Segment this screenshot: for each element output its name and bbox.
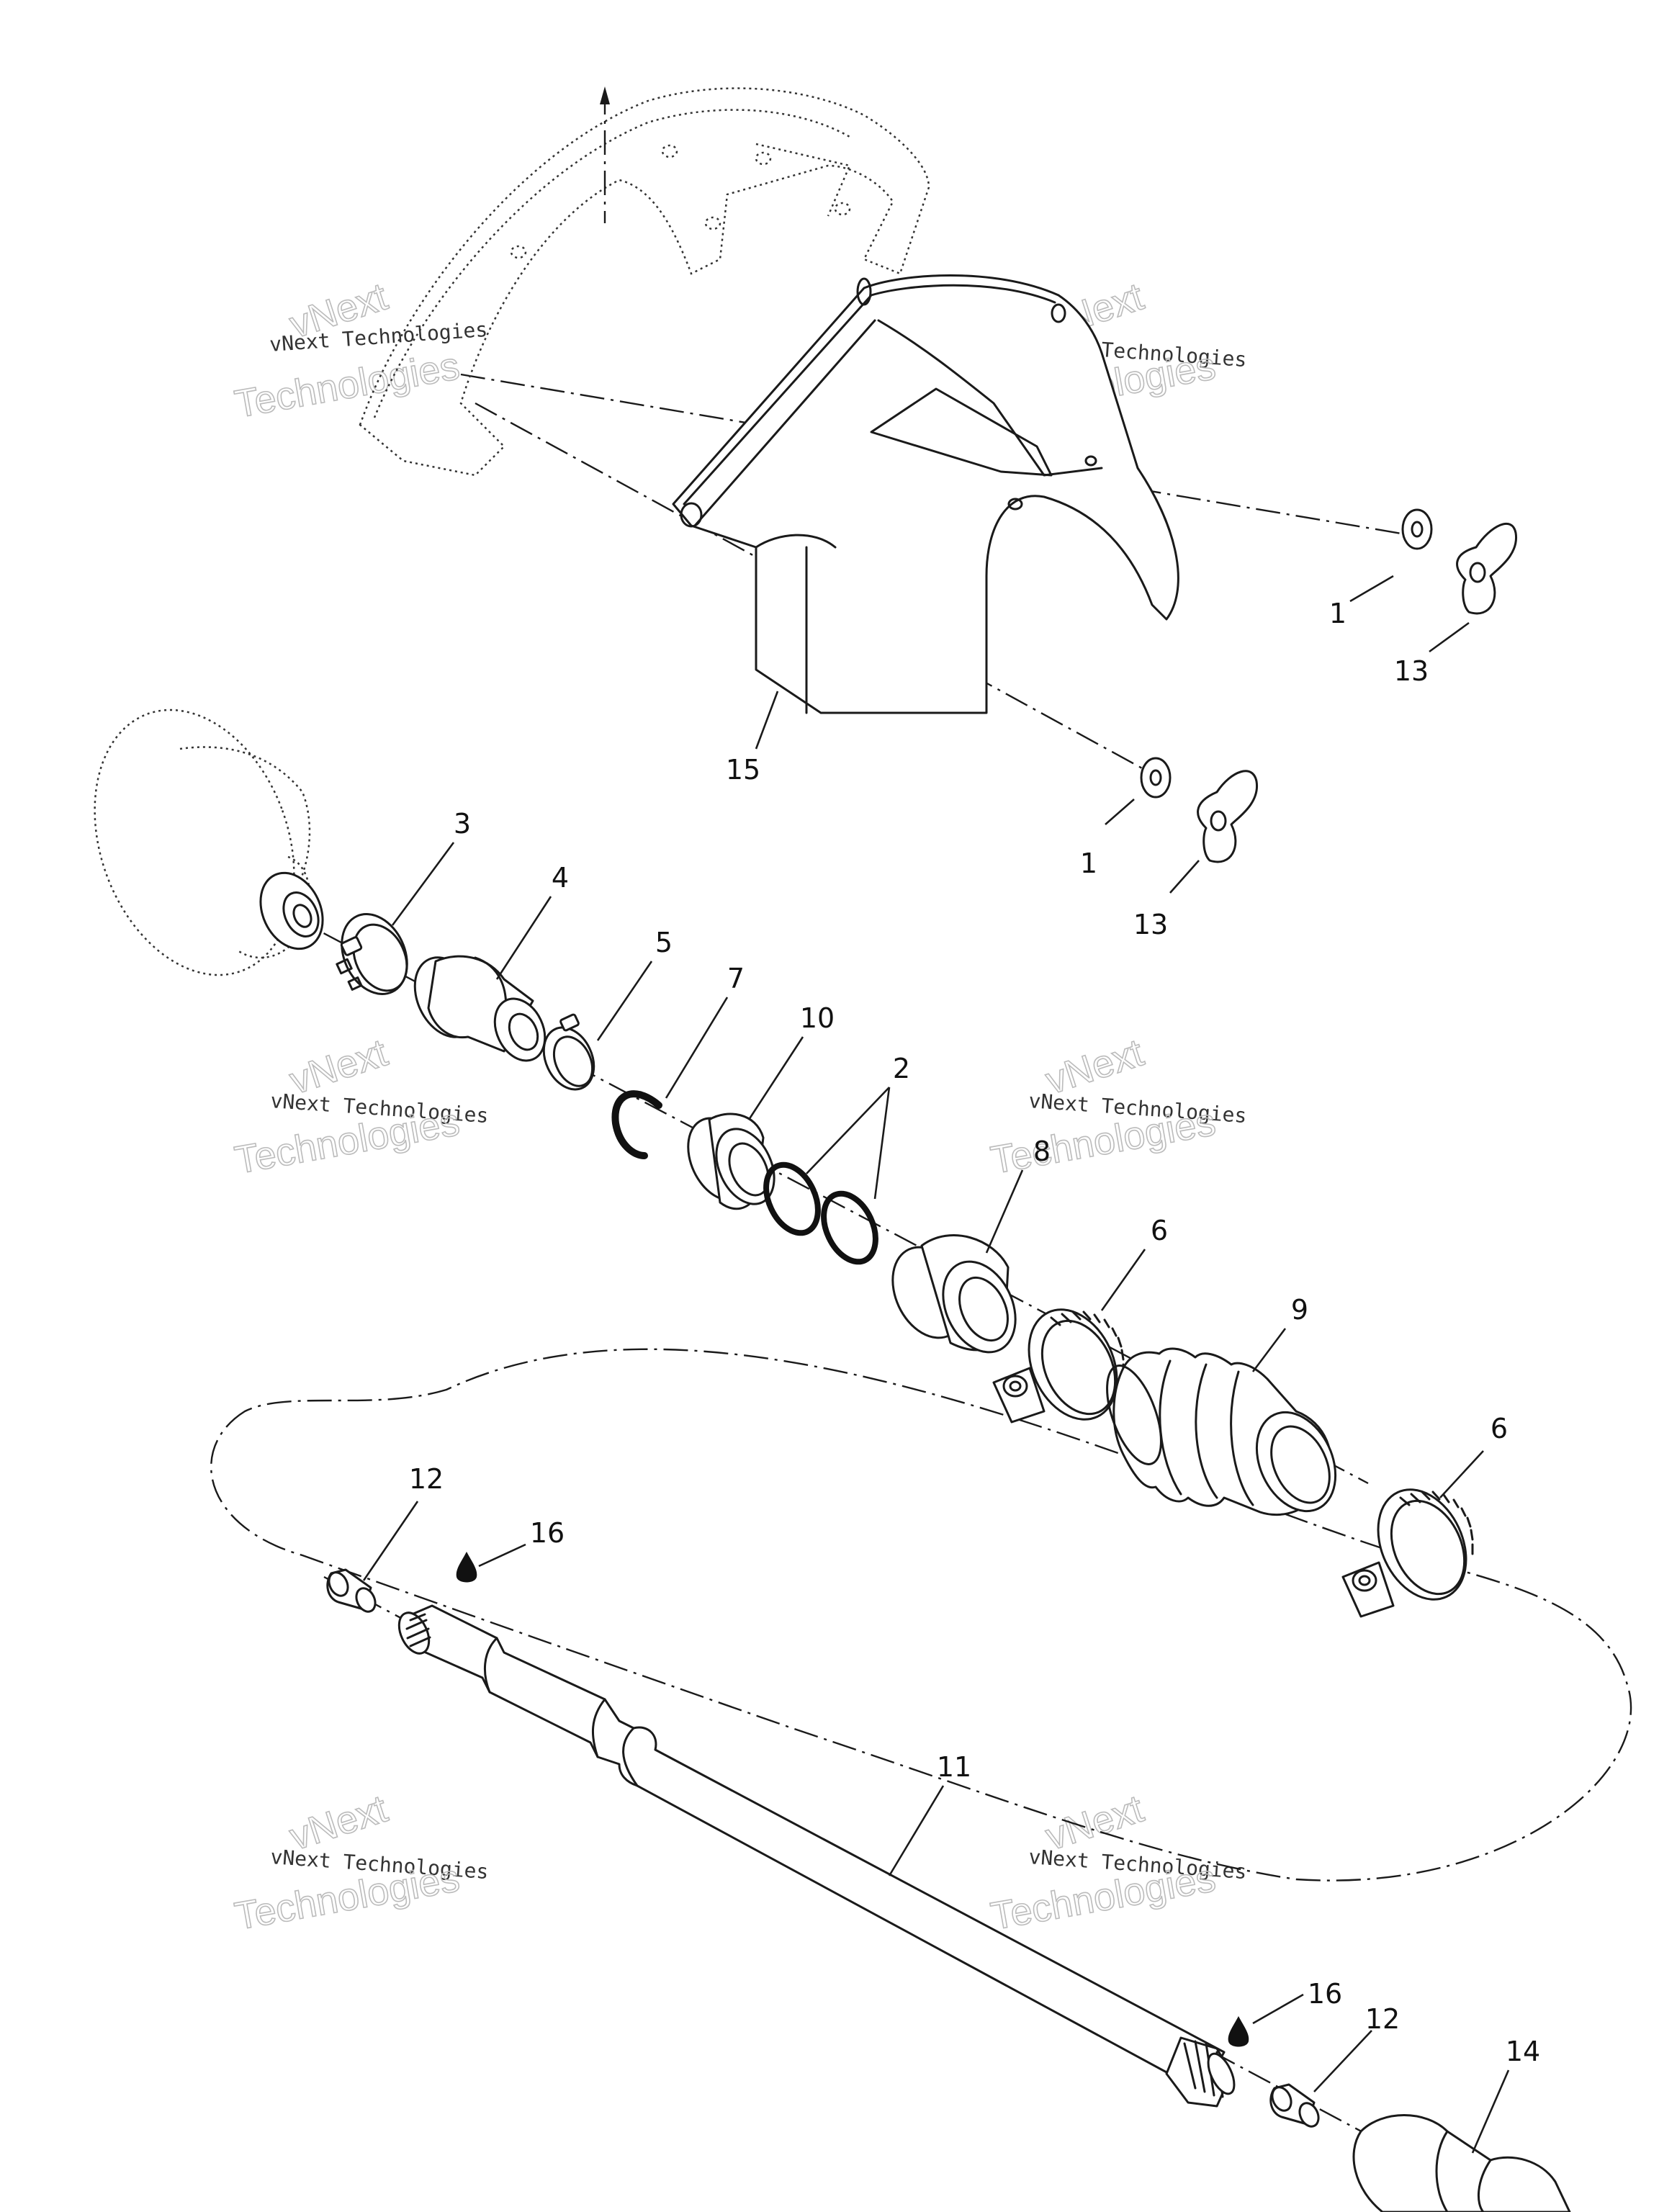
part-12-bushing-upper (326, 1568, 377, 1613)
part-2-o-ring-1 (763, 1161, 821, 1236)
callout-label: 16 (530, 1517, 565, 1549)
callout-label: 3 (454, 808, 471, 840)
part-4-coupler (413, 955, 547, 1062)
leader-lines (362, 575, 1510, 2154)
assembly-group-boundary (210, 1348, 1632, 1881)
part-9-bellows-boot (1106, 1347, 1337, 1516)
callout-label: 7 (727, 963, 745, 994)
callout-label: 8 (1033, 1136, 1051, 1167)
ghost-drive-housing (94, 709, 311, 976)
drive-flange-hub (259, 871, 324, 950)
part-6-hose-clamp-upper (992, 1308, 1125, 1424)
callout-label: 6 (1491, 1413, 1508, 1444)
watermark-middle-right: vNext Technologies vNext Technologies (987, 1030, 1248, 1183)
callout-label: 12 (1365, 2003, 1400, 2035)
part-6-hose-clamp-lower (1341, 1488, 1474, 1618)
part-8-sleeve (891, 1234, 1017, 1354)
part-13-wing-nut-lower (1197, 770, 1258, 863)
callout-label: 1 (1080, 848, 1097, 879)
callout-label: 5 (655, 927, 673, 958)
callout-label: 12 (409, 1463, 444, 1495)
oil-drop-icon (1228, 2016, 1249, 2047)
part-3-clamp (336, 913, 408, 995)
watermark-text: vNext (284, 1787, 392, 1859)
callout-label: 6 (1151, 1215, 1168, 1246)
watermark-middle-left: vNext Technologies vNext Technologies (231, 1030, 490, 1183)
callout-label: 10 (800, 1002, 835, 1034)
part-13-wing-nut-upper (1456, 523, 1517, 615)
callout-label: 13 (1394, 655, 1429, 687)
watermark-text: vNext (1040, 1031, 1148, 1103)
assembly-axis-lower (475, 402, 1160, 779)
watermark-upper-left: vNext Technologies vNext Technologies (231, 274, 488, 427)
callout-label: 2 (893, 1053, 910, 1084)
part-1-washer-upper (1401, 508, 1433, 550)
part-10-seal-carrier (687, 1112, 775, 1210)
callout-label: 15 (726, 754, 760, 786)
part-7-circlip (611, 1090, 662, 1159)
part-2-o-ring-2 (821, 1190, 878, 1265)
callout-labels: 1 13 15 1 13 3 4 5 7 10 2 8 6 9 6 12 16 … (409, 598, 1540, 2067)
callout-label: 16 (1308, 1978, 1342, 2010)
part-5-clamp (542, 1013, 595, 1091)
part-14-bearing-housing (1352, 2114, 1571, 2212)
watermark-text: Technologies (232, 344, 463, 426)
ghost-mounting-bracket (359, 86, 930, 477)
watermark-text: vNext (1040, 1787, 1148, 1859)
watermark-text: vNext (284, 1031, 392, 1103)
callout-label: 9 (1291, 1294, 1308, 1326)
callout-label: 4 (552, 862, 569, 894)
callout-label: 13 (1133, 909, 1168, 940)
part-15-cover (672, 274, 1179, 714)
callout-label: 11 (937, 1751, 971, 1783)
callout-label: 1 (1329, 598, 1346, 629)
oil-drop-icon (456, 1552, 477, 1583)
part-1-washer-lower (1140, 757, 1172, 799)
watermark-lower-left: vNext Technologies vNext Technologies (231, 1786, 490, 1939)
part-11-drive-shaft (397, 1604, 1236, 2108)
part-12-bushing-lower (1269, 2083, 1320, 2128)
callout-label: 14 (1506, 2036, 1540, 2067)
